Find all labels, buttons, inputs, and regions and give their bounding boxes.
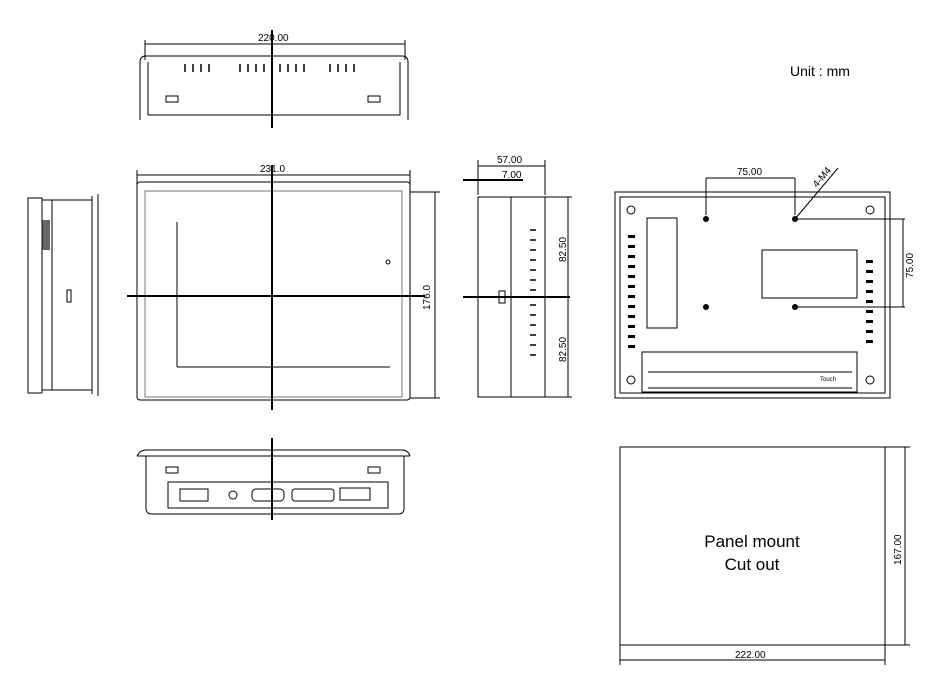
side-bezel-dim: 7.00 — [502, 170, 522, 181]
front-height-dim: 176.0 — [422, 285, 433, 310]
front-view: 231.0 176.0 — [127, 164, 440, 410]
top-view: 220.00 — [139, 30, 409, 128]
rear-label-strip: Touch — [820, 377, 836, 383]
top-width-dim: 220.00 — [258, 33, 289, 44]
bottom-view — [136, 438, 411, 520]
cutout-width-dim: 222.00 — [735, 650, 766, 661]
rear-v-spacing: 75.00 — [905, 253, 916, 278]
side-view: 57.00 7.00 82.50 82.50 — [463, 155, 572, 398]
cutout-title-2: Cut out — [725, 555, 780, 574]
rear-view: Touch 75.00 4-M4 75.00 — [614, 165, 916, 399]
side-upper-dim: 82.50 — [558, 237, 569, 262]
left-side-view — [27, 194, 99, 396]
rear-h-spacing: 75.00 — [737, 167, 762, 178]
cutout-title-1: Panel mount — [704, 532, 800, 551]
unit-label: Unit : mm — [790, 63, 850, 79]
cutout-height-dim: 167.00 — [893, 534, 904, 565]
side-depth-dim: 57.00 — [497, 155, 522, 166]
side-lower-dim: 82.50 — [558, 337, 569, 362]
panel-cutout: Panel mount Cut out 222.00 167.00 — [619, 446, 910, 665]
